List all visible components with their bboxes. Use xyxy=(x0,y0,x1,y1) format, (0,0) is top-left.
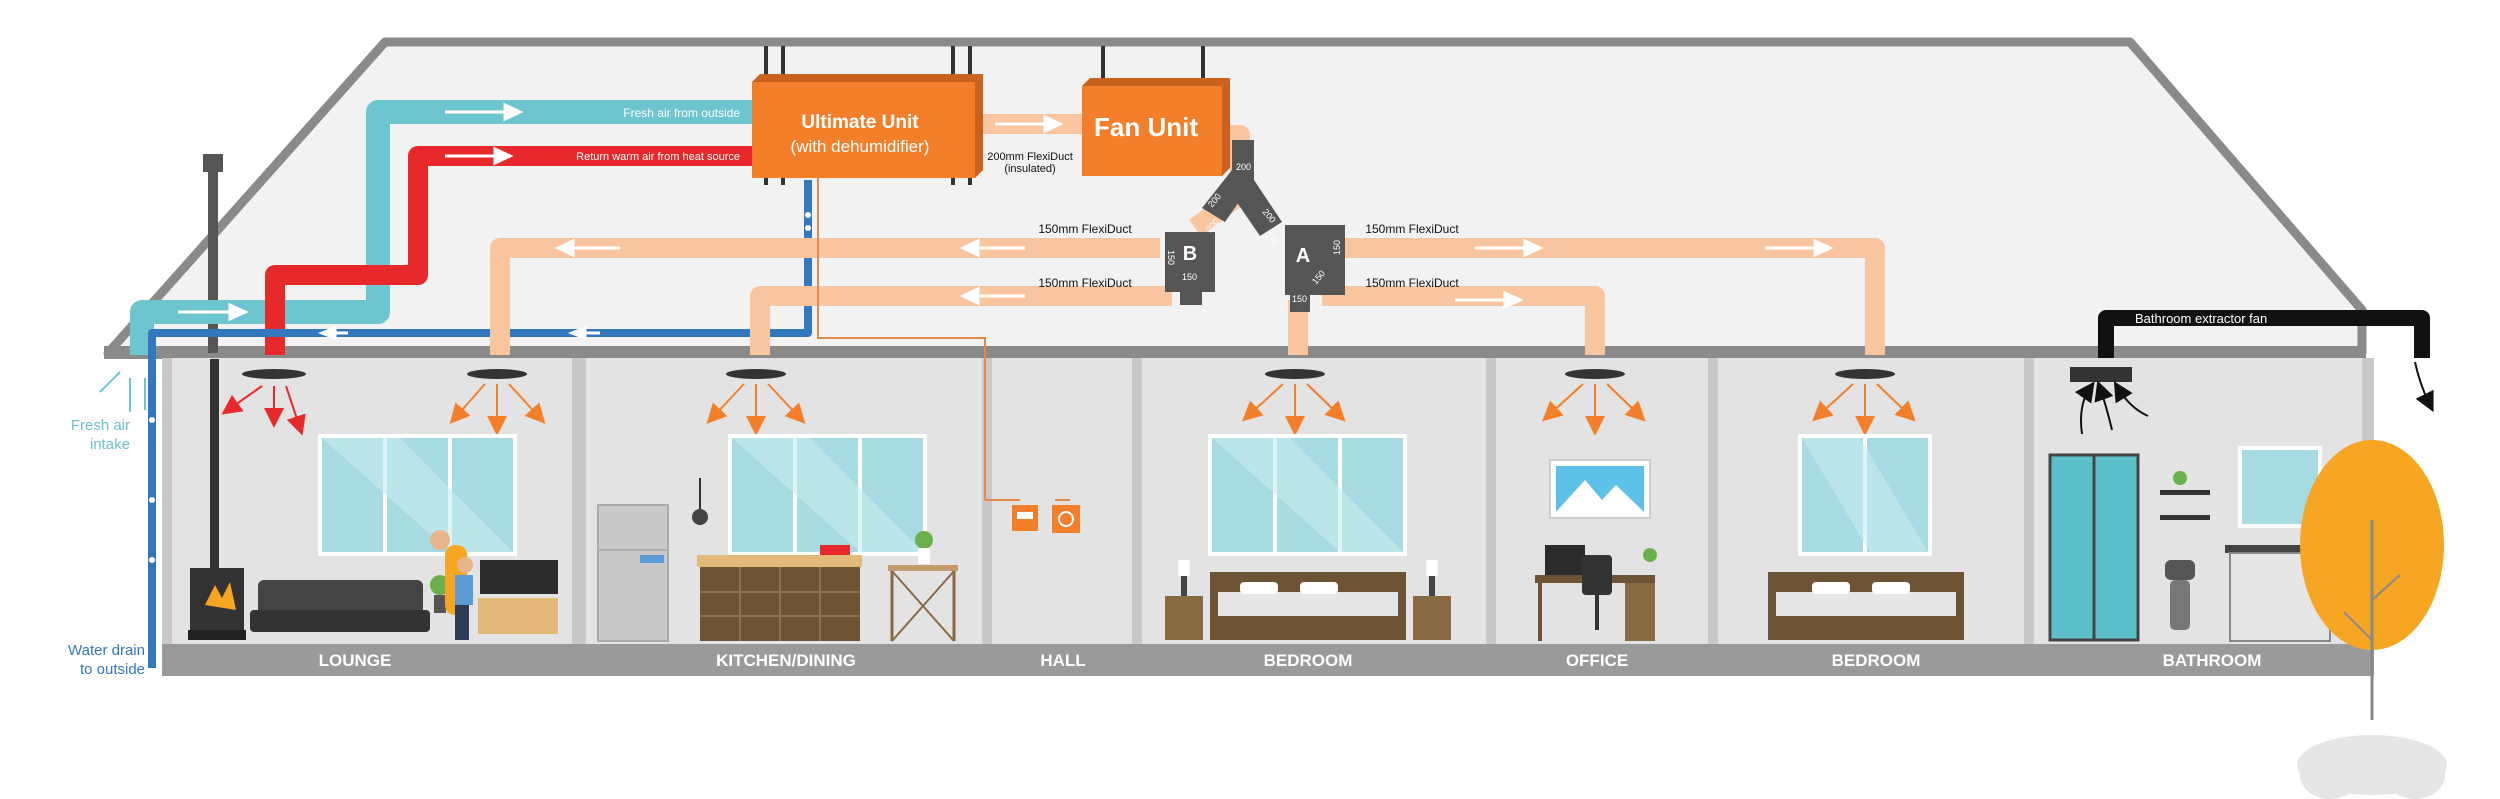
fresh-air-intake-label-1: Fresh air xyxy=(71,417,130,434)
fresh-air-label: Fresh air from outside xyxy=(623,106,740,120)
duct-200-label-2: (insulated) xyxy=(1004,163,1055,175)
fan-unit-top xyxy=(1082,78,1230,86)
tree xyxy=(2297,440,2447,799)
room-label-kitchen: KITCHEN/DINING xyxy=(716,651,856,670)
lounge-furniture xyxy=(188,530,558,640)
fresh-air-intake-label-2: intake xyxy=(90,436,130,453)
ultimate-unit-title: Ultimate Unit xyxy=(801,112,919,133)
ultimate-unit-subtitle: (with dehumidifier) xyxy=(791,137,930,156)
windows xyxy=(318,434,2322,556)
chimney-flue xyxy=(208,168,218,353)
hall-controller-2[interactable] xyxy=(1052,505,1080,533)
room-label-hall: HALL xyxy=(1040,651,1085,670)
bedroom1-furniture xyxy=(1165,560,1451,640)
room-label-bedroom-2: BEDROOM xyxy=(1832,651,1921,670)
fan-unit-side xyxy=(1222,78,1230,176)
water-drain-label-2: to outside xyxy=(80,661,145,678)
room-label-lounge: LOUNGE xyxy=(319,651,392,670)
room-label-bathroom: BATHROOM xyxy=(2163,651,2262,670)
duct-150-label-b-top: 150mm FlexiDuct xyxy=(1038,222,1132,236)
svg-text:150: 150 xyxy=(1332,240,1342,255)
extractor-fan xyxy=(2070,367,2132,382)
floor-strip xyxy=(162,644,2374,676)
ultimate-unit-box xyxy=(752,82,975,178)
fan-unit-box xyxy=(1082,86,1222,176)
duct-200-label-1: 200mm FlexiDuct xyxy=(987,151,1073,163)
duct-150-label-b-bottom: 150mm FlexiDuct xyxy=(1038,276,1132,290)
ultimate-unit-side xyxy=(975,74,983,178)
duct-150-label-a-top: 150mm FlexiDuct xyxy=(1365,222,1459,236)
supply-arrows xyxy=(554,114,1834,310)
ceiling-beam xyxy=(104,346,2366,359)
office-furniture xyxy=(1535,459,1657,641)
drain-droplets xyxy=(149,212,811,563)
water-drain-label-1: Water drain xyxy=(68,642,145,659)
junction-manifold xyxy=(1165,140,1345,312)
ultimate-unit-top xyxy=(752,74,983,82)
junction-a-label: A xyxy=(1296,245,1310,267)
extractor-arrows xyxy=(2074,361,2434,435)
intake-arrows xyxy=(99,371,146,412)
controller-screen xyxy=(1017,512,1033,519)
fan-unit-title: Fan Unit xyxy=(1094,112,1198,142)
warm-air-duct xyxy=(265,146,757,355)
svg-text:150: 150 xyxy=(1292,294,1307,304)
control-cable xyxy=(817,178,986,500)
room-labels: LOUNGE KITCHEN/DINING HALL BEDROOM OFFIC… xyxy=(319,651,2262,670)
bathroom-extractor-duct xyxy=(2098,310,2430,358)
chimney-cap xyxy=(203,154,223,172)
warm-air-label: Return warm air from heat source xyxy=(576,151,740,163)
bathroom-extractor-label: Bathroom extractor fan xyxy=(2135,311,2267,326)
svg-text:150: 150 xyxy=(1166,250,1176,265)
svg-text:150: 150 xyxy=(1182,272,1197,282)
bedroom2-furniture xyxy=(1768,572,1964,640)
controller-dial xyxy=(1058,511,1074,527)
room-label-office: OFFICE xyxy=(1566,651,1628,670)
kitchen-furniture xyxy=(597,478,958,642)
ceiling-vents xyxy=(242,369,1895,379)
flow-arrows xyxy=(178,102,600,341)
room-label-bedroom-1: BEDROOM xyxy=(1264,651,1353,670)
duct-150-label-a-bottom: 150mm FlexiDuct xyxy=(1365,276,1459,290)
svg-text:200: 200 xyxy=(1236,162,1251,172)
flue-pipe xyxy=(210,359,219,569)
vent-arrows xyxy=(221,383,1916,436)
junction-b-label: B xyxy=(1183,243,1197,265)
